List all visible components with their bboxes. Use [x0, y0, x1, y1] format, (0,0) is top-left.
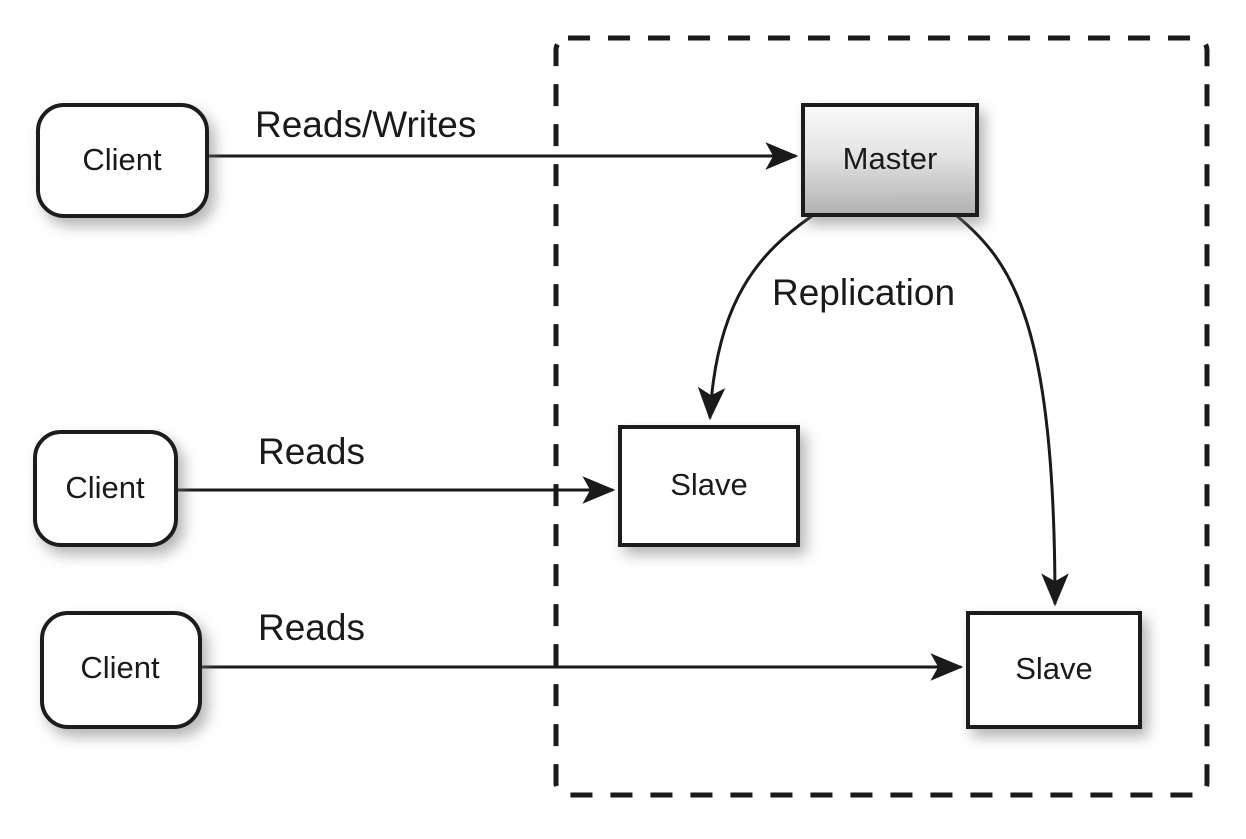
edge-master-to-slave1-replication [697, 214, 813, 421]
slave-label-1: Slave [670, 467, 748, 502]
edge-label-reads-writes: Reads/Writes [255, 104, 476, 145]
slave-box-1[interactable] [618, 425, 800, 547]
client-node-3[interactable] [40, 611, 202, 729]
client-box-2[interactable] [33, 430, 178, 547]
slave-label-2: Slave [1015, 651, 1093, 686]
master-box[interactable] [801, 103, 979, 217]
slave-node-2[interactable] [966, 611, 1142, 729]
client-node-2[interactable] [33, 430, 178, 547]
slave-box-2[interactable] [966, 611, 1142, 729]
client-node-1[interactable] [36, 103, 209, 218]
client-label-1: Client [82, 142, 162, 177]
edge-label-reads-2: Reads [258, 607, 365, 648]
edge-label-reads-1: Reads [258, 431, 365, 472]
client-box-3[interactable] [40, 611, 202, 729]
master-node[interactable] [801, 103, 979, 217]
edge-label-replication: Replication [772, 272, 955, 313]
master-label: Master [843, 141, 938, 176]
cluster-boundary [553, 35, 1210, 798]
client-box-1[interactable] [36, 103, 209, 218]
slave-node-1[interactable] [618, 425, 800, 547]
client-label-2: Client [65, 470, 145, 505]
edge-master-to-slave2-replication [956, 214, 1069, 607]
client-label-3: Client [80, 650, 160, 685]
